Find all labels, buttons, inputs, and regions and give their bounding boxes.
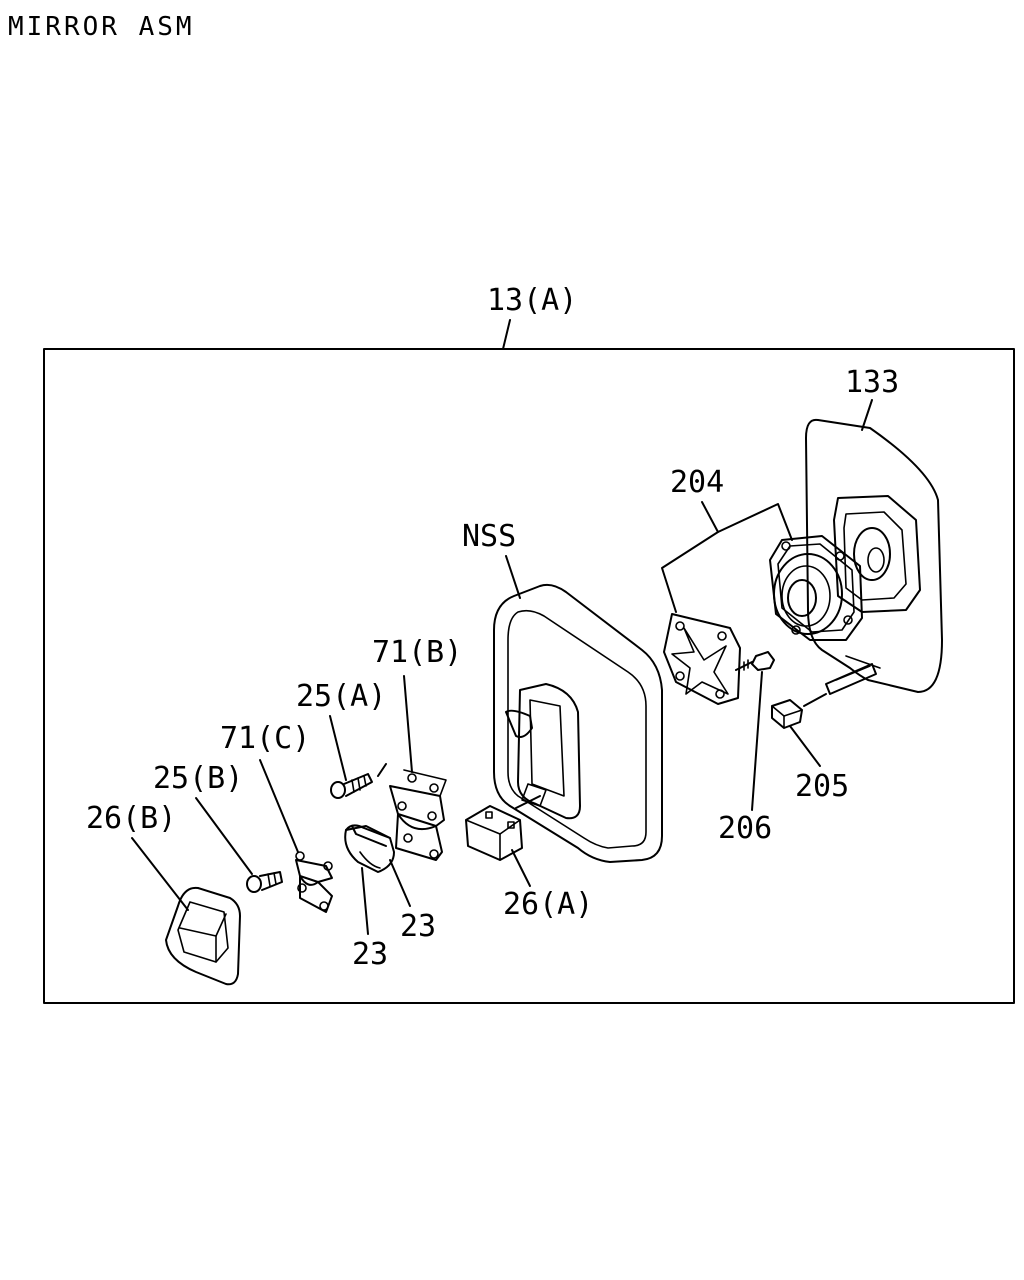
leader-nss <box>505 555 521 599</box>
leader-204-bracket <box>661 501 719 613</box>
callout-71b: 71(B) <box>372 635 462 670</box>
callout-23-right: 23 <box>400 909 436 944</box>
wire-harness <box>803 655 881 707</box>
leader-205 <box>789 725 821 767</box>
leader-71c <box>259 759 299 853</box>
screw-25b <box>246 871 283 893</box>
actuator-bracket-204 <box>663 613 741 705</box>
leader-23-right <box>389 859 411 907</box>
callout-23-left: 23 <box>352 937 388 972</box>
leader-23-left <box>361 867 369 935</box>
leader-71b <box>403 675 413 773</box>
callout-26b: 26(B) <box>86 801 176 836</box>
clip-26a <box>465 795 541 861</box>
bracket-71b <box>389 769 447 861</box>
mirror-housing-nss <box>493 583 663 863</box>
leader-26b <box>131 837 189 911</box>
callout-25b: 25(B) <box>153 761 243 796</box>
assembly-frame <box>43 348 1015 1004</box>
diagram-title: MIRROR ASM <box>8 12 195 42</box>
callout-205: 205 <box>795 769 849 804</box>
callout-nss: NSS <box>462 519 516 554</box>
leader-25a <box>329 715 347 781</box>
leader-133 <box>861 399 873 431</box>
bracket-71c <box>295 851 333 913</box>
leader-26a <box>511 849 531 887</box>
connector-205 <box>771 699 803 729</box>
callout-133: 133 <box>845 365 899 400</box>
bushing-23 <box>344 824 395 873</box>
callout-26a: 26(A) <box>503 887 593 922</box>
callout-204: 204 <box>670 465 724 500</box>
leader-204-motor <box>717 503 793 541</box>
mirror-glass-133 <box>805 418 943 693</box>
callout-206: 206 <box>718 811 772 846</box>
screw-25a <box>330 763 387 799</box>
cover-cap-26b <box>165 886 241 986</box>
screw-206 <box>735 651 775 671</box>
leader-13a <box>502 319 511 350</box>
callout-13a: 13(A) <box>487 283 577 318</box>
actuator-motor-204 <box>769 535 863 641</box>
leader-25b <box>195 797 253 875</box>
leader-206 <box>751 671 763 811</box>
callout-25a: 25(A) <box>296 679 386 714</box>
callout-71c: 71(C) <box>220 721 310 756</box>
